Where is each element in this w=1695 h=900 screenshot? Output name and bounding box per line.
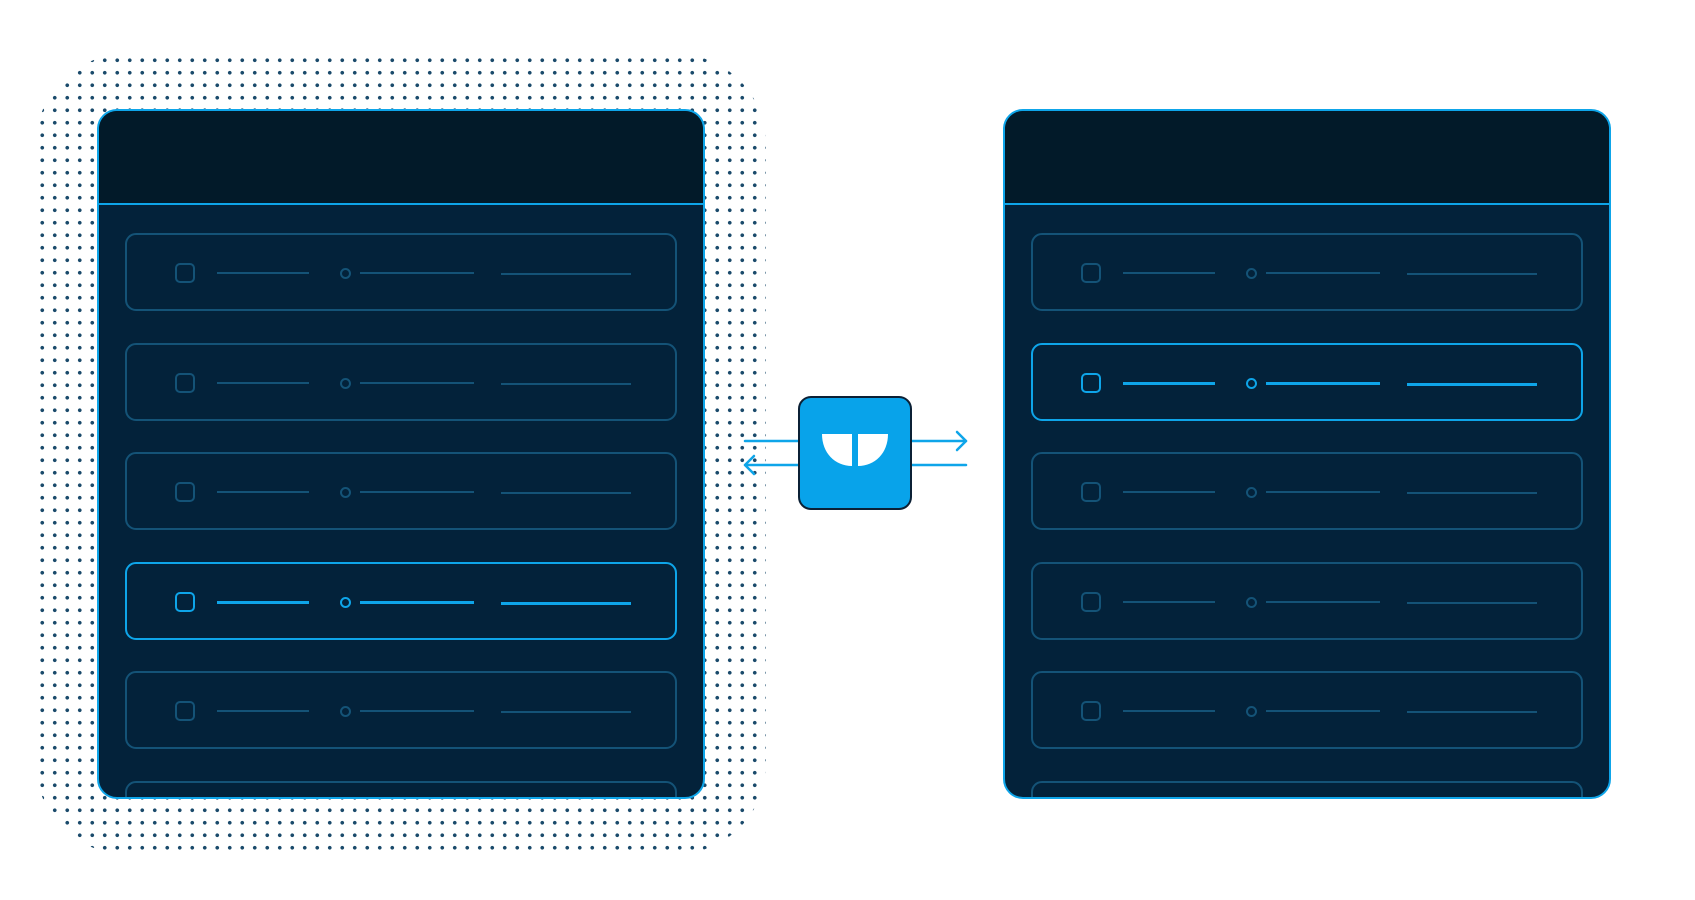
text-placeholder	[501, 273, 631, 275]
checkbox-icon[interactable]	[1081, 482, 1101, 502]
text-placeholder	[1266, 600, 1380, 603]
status-dot-icon	[1246, 268, 1257, 279]
text-placeholder	[1123, 710, 1215, 712]
left-list-row[interactable]	[125, 452, 677, 530]
text-placeholder	[1123, 272, 1215, 274]
right-list-row[interactable]	[1031, 452, 1583, 530]
text-placeholder	[1407, 601, 1537, 604]
checkbox-icon[interactable]	[175, 372, 195, 393]
text-placeholder	[217, 710, 309, 712]
status-dot-icon	[1246, 377, 1257, 389]
status-dot-icon	[340, 487, 351, 498]
text-placeholder	[1266, 381, 1380, 385]
left-list-row[interactable]	[125, 233, 677, 311]
text-placeholder	[1266, 710, 1380, 712]
text-placeholder	[217, 491, 309, 493]
checkbox-icon[interactable]	[1081, 372, 1101, 393]
checkbox-icon[interactable]	[1081, 263, 1101, 283]
checkbox-icon[interactable]	[1081, 701, 1101, 721]
right-panel	[1003, 109, 1611, 799]
arrow-left-icon	[743, 454, 800, 476]
checkbox-icon[interactable]	[175, 591, 195, 612]
left-list-row[interactable]	[125, 780, 677, 797]
status-dot-icon	[1246, 487, 1257, 498]
text-placeholder	[1266, 491, 1380, 493]
text-placeholder	[360, 491, 474, 493]
left-list-row-selected[interactable]	[125, 561, 677, 640]
right-panel-titlebar	[1005, 111, 1609, 205]
text-placeholder	[501, 711, 631, 713]
text-placeholder	[217, 381, 309, 384]
text-placeholder	[501, 601, 631, 605]
right-list-row[interactable]	[1031, 671, 1583, 749]
arrow-right-icon	[910, 430, 968, 452]
text-placeholder	[1123, 381, 1215, 385]
text-placeholder	[360, 381, 474, 384]
right-list-row[interactable]	[1031, 233, 1583, 311]
status-dot-icon	[340, 377, 351, 389]
checkbox-icon[interactable]	[175, 482, 195, 502]
status-dot-icon	[340, 596, 351, 608]
text-placeholder	[1407, 492, 1537, 494]
text-placeholder	[1407, 273, 1537, 275]
right-list-row[interactable]	[1031, 780, 1583, 797]
status-dot-icon	[340, 706, 351, 717]
left-panel-titlebar	[99, 111, 703, 205]
right-list-row[interactable]	[1031, 561, 1583, 640]
left-panel	[97, 109, 705, 799]
status-dot-icon	[1246, 596, 1257, 608]
text-placeholder	[1123, 491, 1215, 493]
text-placeholder	[1407, 382, 1537, 386]
left-list-row[interactable]	[125, 671, 677, 749]
text-placeholder	[1123, 600, 1215, 603]
text-placeholder	[360, 710, 474, 712]
text-placeholder	[217, 272, 309, 274]
status-dot-icon	[1246, 706, 1257, 717]
text-placeholder	[360, 600, 474, 604]
text-placeholder	[360, 272, 474, 274]
left-list-row[interactable]	[125, 342, 677, 421]
right-list-row-selected[interactable]	[1031, 342, 1583, 421]
text-placeholder	[501, 492, 631, 494]
checkbox-icon[interactable]	[175, 263, 195, 283]
text-placeholder	[1407, 711, 1537, 713]
checkbox-icon[interactable]	[175, 701, 195, 721]
text-placeholder	[501, 382, 631, 385]
text-placeholder	[217, 600, 309, 604]
leaf-logo-icon	[822, 434, 888, 466]
text-placeholder	[1266, 272, 1380, 274]
checkbox-icon[interactable]	[1081, 591, 1101, 612]
sync-hub-button[interactable]	[798, 396, 912, 510]
status-dot-icon	[340, 268, 351, 279]
